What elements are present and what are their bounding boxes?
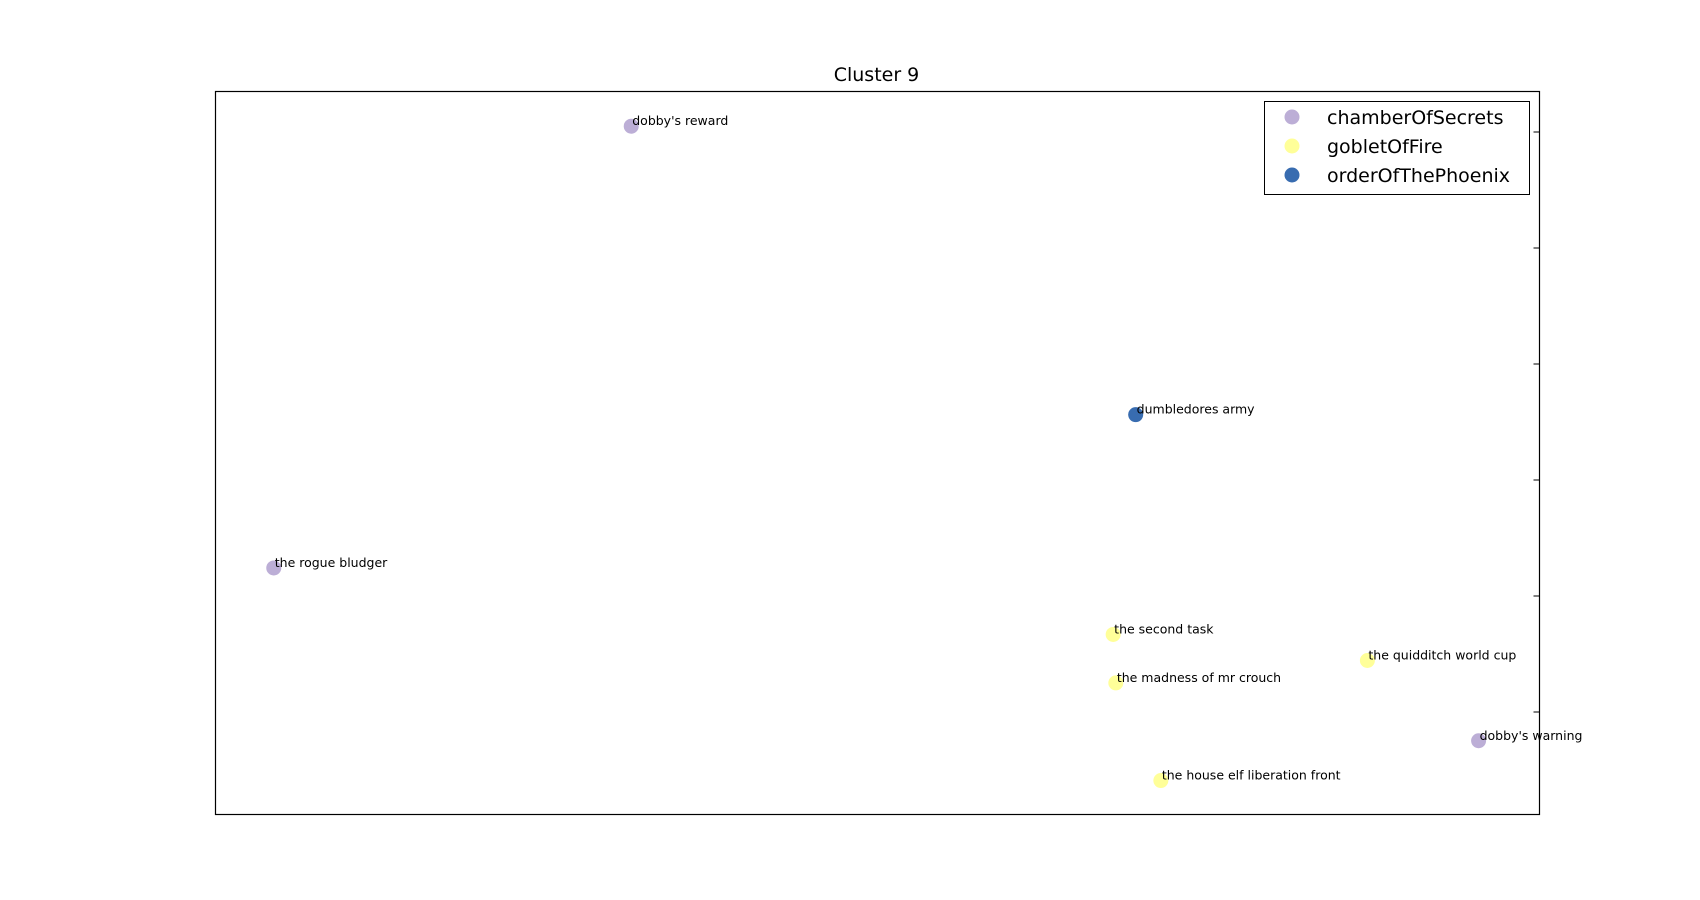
legend-box bbox=[1264, 101, 1530, 195]
point-label-0-0: dobby's reward bbox=[632, 113, 728, 128]
points-layer: dobby's reward the rogue bludger dobby's w… bbox=[266, 113, 1583, 789]
legend-marker-0 bbox=[1284, 109, 1300, 125]
chart-title: Cluster 9 bbox=[833, 64, 920, 86]
legend-label-0: chamberOfSecrets bbox=[1327, 107, 1503, 129]
legend-marker-1 bbox=[1284, 138, 1300, 154]
legend-label-1: gobletOfFire bbox=[1327, 136, 1443, 158]
plot-area-frame bbox=[214, 90, 1541, 816]
legend-marker-2 bbox=[1284, 167, 1300, 183]
data-point-1-2 bbox=[1108, 675, 1124, 691]
point-label-0-2: dobby's warning bbox=[1480, 728, 1583, 743]
point-label-0-1: the rogue bludger bbox=[275, 555, 388, 570]
data-point-0-0 bbox=[623, 118, 639, 134]
data-point-1-1 bbox=[1359, 653, 1375, 669]
right-axis-ticks bbox=[1533, 131, 1540, 713]
point-label-1-0: the second task bbox=[1114, 621, 1214, 636]
data-point-0-2 bbox=[1471, 733, 1487, 749]
point-label-1-1: the quidditch world cup bbox=[1368, 648, 1516, 663]
data-point-2-0 bbox=[1128, 407, 1144, 423]
data-point-1-3 bbox=[1153, 773, 1169, 789]
point-label-2-0: dumbledores army bbox=[1137, 402, 1256, 417]
point-label-1-3: the house elf liberation front bbox=[1162, 768, 1341, 783]
data-point-0-1 bbox=[266, 560, 282, 576]
point-label-1-2: the madness of mr crouch bbox=[1117, 670, 1281, 685]
legend: chamberOfSecrets gobletOfFire orderOfThePh… bbox=[1264, 101, 1530, 195]
legend-label-2: orderOfThePhoenix bbox=[1327, 165, 1510, 187]
data-point-1-0 bbox=[1105, 626, 1121, 642]
